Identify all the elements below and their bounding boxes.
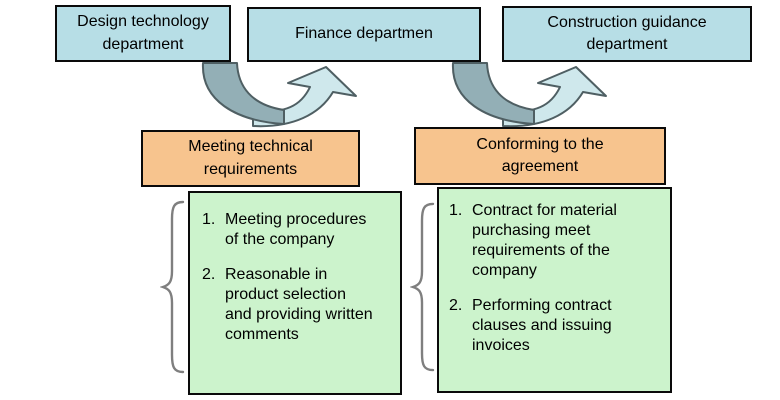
curved-up-arrow-icon [451,62,607,128]
list-item-text: Meeting procedures of the company [225,211,367,248]
list-item-number: 2. [202,266,216,283]
curved-up-arrow-icon [201,62,357,128]
criteria-box-technical-requirements: Meeting technical requirements [141,130,360,187]
detail-list-technical: 1. Meeting procedures of the company 2. … [188,191,402,395]
criteria-box-agreement: Conforming to the agreement [414,127,666,185]
list-item: 1. Contract for material purchasing meet… [449,201,668,281]
curly-brace-icon [160,200,185,374]
list-item: 2. Performing contract clauses and issui… [449,296,668,356]
list-item: 2. Reasonable in product selection and p… [202,265,398,345]
list-item-number: 1. [449,202,463,219]
curly-brace-icon [410,202,435,372]
list-item-text: Performing contract clauses and issuing … [472,297,612,354]
department-box-design-technology: Design technology department [55,5,231,62]
list-item-text: Reasonable in product selection and prov… [225,266,373,343]
detail-list-contract: 1. Contract for material purchasing meet… [437,187,672,393]
list-item-number: 2. [449,297,463,314]
department-box-finance: Finance departmen [247,7,481,62]
list-item-number: 1. [202,211,216,228]
department-box-construction-guidance: Construction guidance department [502,6,752,62]
list-item: 1. Meeting procedures of the company [202,210,398,250]
list-item-text: Contract for material purchasing meet re… [472,202,617,279]
